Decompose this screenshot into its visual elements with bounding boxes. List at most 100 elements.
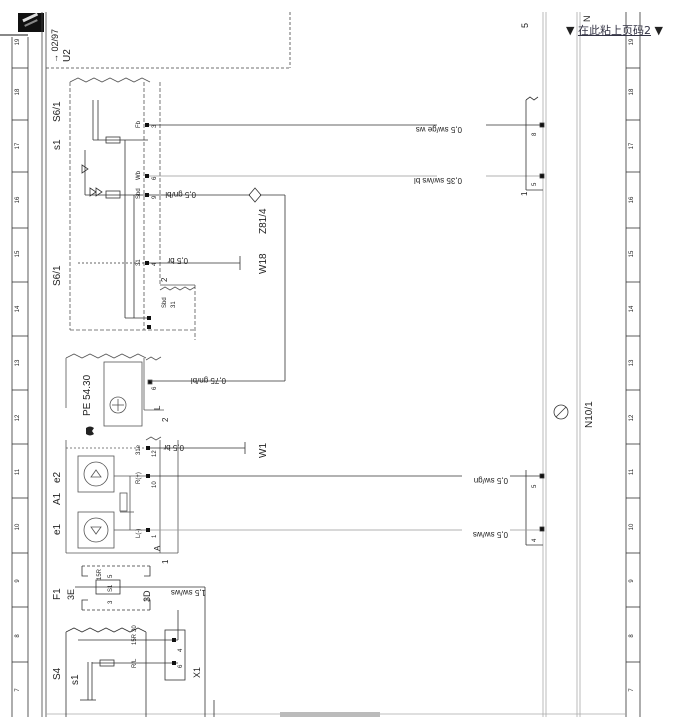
component-e1: e1 [52,523,63,535]
pin-30: 30 [132,625,138,632]
component-z81: Z81/4 [258,208,269,234]
pin-5-right-2: 5 [532,484,538,488]
connector-1a: 1 [520,191,529,196]
pin-3-fuse: 3 [108,600,114,604]
n-mark: N [582,16,592,23]
ruler-left-label: 10 [15,523,21,530]
fuse-3d: 3D [142,590,152,602]
a1-terminals [146,446,150,532]
s6-1-label-bottom: S6/1 [52,265,63,286]
date-value: 02/97 [50,29,60,52]
connector-a: A [153,545,162,551]
ruler-left-label: 15 [15,250,21,257]
pin-4-x1: 4 [178,648,184,652]
s6-1-terminals: Fb 3 Wb 6 Sbd 9 31 4 Sbd 31 2 [136,120,177,329]
ruler-right-label: 11 [629,468,635,475]
ruler-left-label: 17 [15,142,21,149]
ruler-left-label: 14 [15,305,21,312]
pin-1: 1 [152,534,158,538]
ruler-left-label: 7 [15,688,21,692]
component-f1: F1 [52,588,63,600]
wrench-icon [86,426,94,436]
pin-8-right: 8 [532,132,538,136]
ruler-right-label: 13 [629,359,635,366]
wire-label-sw-ws-2: 0,5 sw/ws [473,530,508,539]
wires-a1 [150,442,540,531]
component-pe-54-30: PE 54.30 [82,374,93,416]
wire-label-sw-ws-bl: 0,35 sw/ws bl [414,176,462,185]
pin-r-plus: R(+) [136,472,142,484]
pin-15r-s4: 15R [132,633,138,645]
ruler-left-label: 11 [15,468,21,475]
s6-1-label-top: S6/1 [52,101,63,122]
ruler-right-label: 18 [629,88,635,95]
component-n10-1: N10/1 [584,401,595,428]
component-e2: e2 [52,471,63,483]
ruler-right-label: 19 [629,38,635,45]
pin-12: 12 [152,450,158,457]
fuse-3e: 3E [66,589,76,600]
wire-label-sw-ws: 0,5 sw/ge ws [416,125,462,134]
paste-page-number-link[interactable]: 在此粘上页码2 [577,24,651,37]
pin-rl: R/L [132,658,138,668]
pe-module [65,353,164,427]
component-w18: W18 [258,253,269,274]
pin-6: 6 [152,176,158,180]
pin-wb: Wb [136,170,142,180]
n10-symbol [553,404,569,420]
connector-1b: 1 [161,559,170,564]
ruler-right-label: 10 [629,523,635,530]
a1-module [65,436,179,554]
connector-l: L [153,405,162,410]
ruler-left-label: 9 [15,579,21,583]
component-u2: U2 [62,49,73,62]
pin-fb: Fb [136,120,142,128]
ruler-left-label: 19 [15,38,21,45]
pin-5-fuse: 5 [108,574,114,578]
pin-sbd: Sbd [136,188,142,199]
s6-1-internals [78,100,150,319]
pin-10: 10 [152,481,158,488]
s6-1-module [69,77,196,340]
connector-2a: 2 [160,277,169,282]
s4-terminals [172,638,176,665]
connector-2b: 2 [161,417,170,422]
pin-6-x1: 6 [178,664,184,668]
ruler-right-label: 12 [629,414,635,421]
frame-lines [41,12,626,717]
f1-fuse [75,565,206,611]
wire-label-gn-bl-75: 0,75 gn/bl [191,376,226,385]
s1-label-top: s1 [52,139,63,150]
document-copy-icon[interactable] [0,12,44,36]
component-a1: A1 [52,492,63,505]
s1-label-bottom: s1 [70,674,81,685]
ruler-left-label: 13 [15,359,21,366]
wire-label-br: 0,5 br [167,256,188,265]
prev-arrow-icon[interactable]: ▼ [566,24,575,37]
pin-31: 31 [136,259,142,266]
pin-9: 9 [152,195,158,199]
ruler-right-label: 15 [629,250,635,257]
ruler-left-label: 8 [15,634,21,638]
pin-3: 3 [152,124,158,128]
pin-4-right: 4 [532,538,538,542]
date-arrow: → [50,54,60,63]
next-arrow-icon[interactable]: ▼ [654,24,663,37]
pin-s1-fuse: S1 [108,584,114,592]
ruler-right-label: 7 [629,688,635,692]
wire-label-gn-bl: 0,5 gn/bl [165,190,196,199]
pin-4: 4 [152,262,158,266]
wire-label-br-2: 0,5 br [163,443,184,452]
sheet-date: → 02/97 [50,29,60,63]
ruler-right-label: 17 [629,142,635,149]
ruler-left-label: 18 [15,88,21,95]
right-connectors [525,96,545,546]
paste-page-number-bar: ▼ 在此粘上页码2 ▼ [566,22,663,38]
ruler-left-label: 16 [15,196,21,203]
pin-l-minus: L(-) [136,529,142,538]
wire-label-sw-gn: 0,5 sw/gn [474,476,508,485]
ruler-right-label: 16 [629,196,635,203]
wire-label-sw-ws-15: 1,5 sw/ws [171,588,206,597]
component-w1: W1 [258,443,269,458]
